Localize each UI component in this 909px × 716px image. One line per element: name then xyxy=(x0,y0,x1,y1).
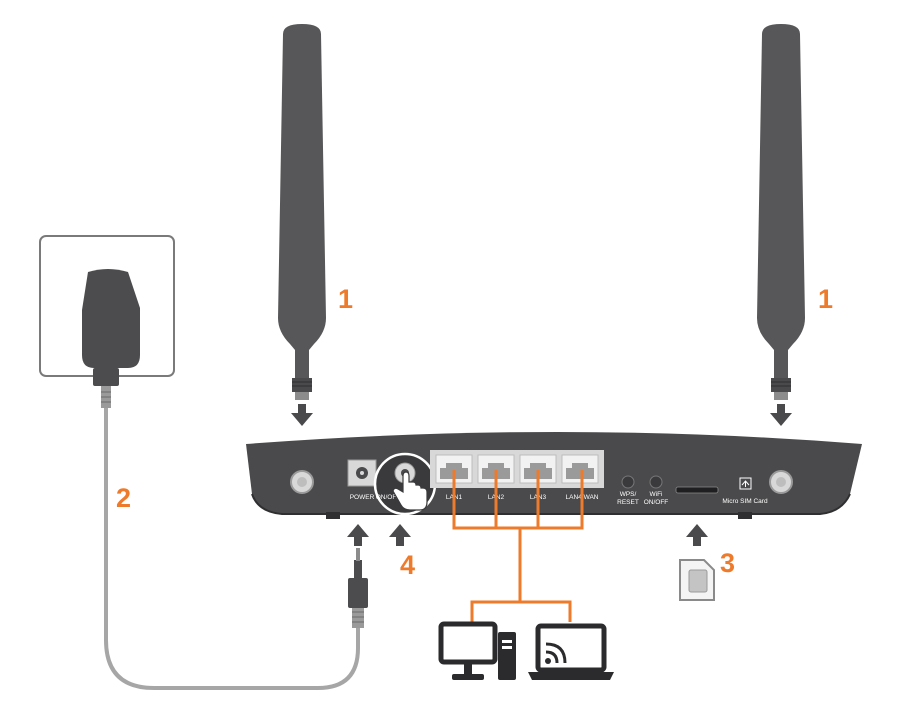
laptop-wifi-icon xyxy=(528,623,614,680)
antenna-icon xyxy=(757,24,805,400)
wps-label-line2: RESET xyxy=(617,499,639,506)
wifi-onoff-button xyxy=(649,475,663,489)
step-number-power-adapter: 2 xyxy=(116,483,131,513)
sim-slot-label: Micro SIM Card xyxy=(722,498,768,505)
wifi-label-line1: WiFi xyxy=(650,491,663,498)
dc-plug-icon xyxy=(348,548,368,628)
step-number-antenna-right: 1 xyxy=(818,284,833,314)
wps-reset-button xyxy=(621,475,635,489)
wifi-label-line2: ON/OFF xyxy=(644,499,669,506)
sim-card-icon xyxy=(679,559,715,601)
desktop-computer-icon xyxy=(438,621,516,680)
arrow-up-icon xyxy=(686,524,708,546)
arrow-up-icon xyxy=(347,524,369,546)
arrow-down-icon xyxy=(291,404,313,426)
onoff-port-label: ON/OFF xyxy=(376,494,401,501)
lan-port xyxy=(477,454,515,484)
lan-port xyxy=(561,454,599,484)
lan-connection-lines xyxy=(452,470,584,622)
arrow-down-icon xyxy=(770,404,792,426)
power-port-label: POWER xyxy=(350,494,375,501)
antenna-icon xyxy=(278,24,326,400)
wps-label-line1: WPS/ xyxy=(620,491,637,498)
router-back-panel: POWER ON/OFF LAN1 LAN2 LAN3 LA xyxy=(246,432,862,519)
hand-pointer-icon xyxy=(392,471,428,511)
step-number-power-button: 4 xyxy=(400,550,415,580)
arrow-up-icon xyxy=(389,524,411,546)
power-adapter-icon xyxy=(39,235,175,408)
step-number-antenna-left: 1 xyxy=(338,284,353,314)
power-cable xyxy=(104,408,360,690)
sim-slot xyxy=(675,486,719,494)
step-number-sim-card: 3 xyxy=(720,548,735,578)
